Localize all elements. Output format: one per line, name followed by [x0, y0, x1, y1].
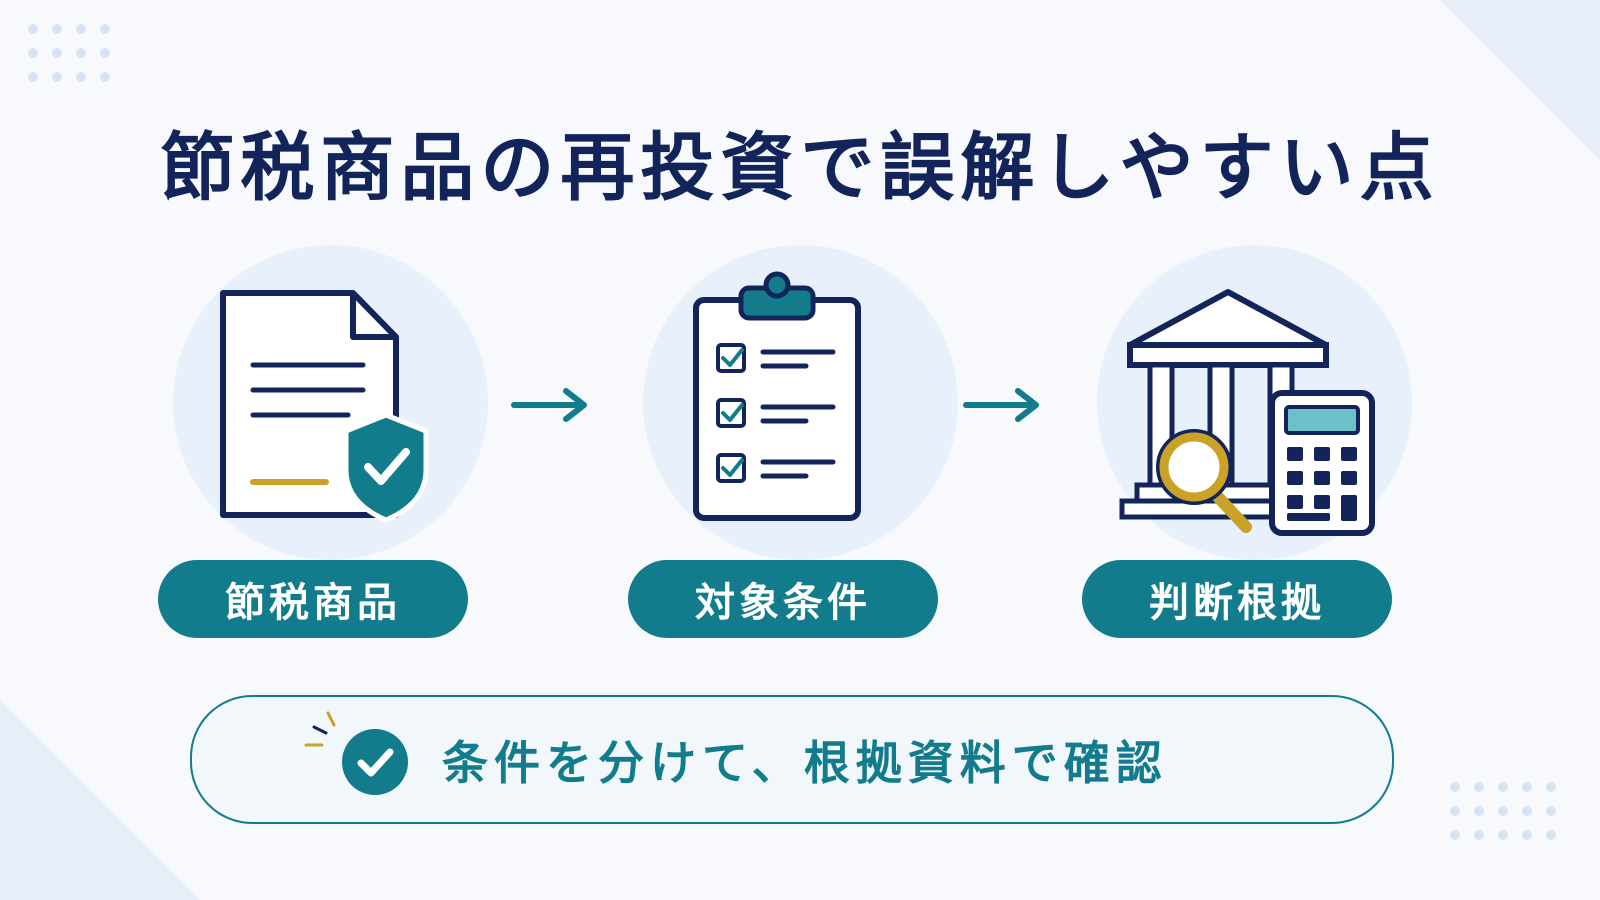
- bank-magnifier-calculator-icon: [1119, 289, 1375, 536]
- dot-pattern: [28, 24, 110, 82]
- step-tax-product: 節税商品: [158, 245, 488, 645]
- arrow-right-icon: [511, 388, 587, 422]
- step-label: 判断根拠: [1082, 560, 1392, 638]
- arrow-right-icon: [963, 388, 1039, 422]
- step-basis-for-judgment: 判断根拠: [1082, 245, 1412, 645]
- conclusion-text: 条件を分けて、根拠資料で確認: [442, 735, 1168, 790]
- corner-decoration: [1400, 0, 1600, 200]
- document-shield-check-icon: [220, 290, 429, 523]
- clipboard-checklist-icon: [693, 271, 861, 521]
- dot-pattern: [1450, 782, 1556, 840]
- sparkle-lines-icon: [304, 711, 336, 747]
- corner-decoration: [0, 700, 200, 900]
- conclusion-banner: 条件を分けて、根拠資料で確認: [190, 695, 1394, 824]
- step-label: 対象条件: [628, 560, 938, 638]
- check-circle-icon: [342, 729, 408, 795]
- step-target-conditions: 対象条件: [628, 245, 958, 645]
- step-label: 節税商品: [158, 560, 468, 638]
- page-title: 節税商品の再投資で誤解しやすい点: [160, 125, 1440, 211]
